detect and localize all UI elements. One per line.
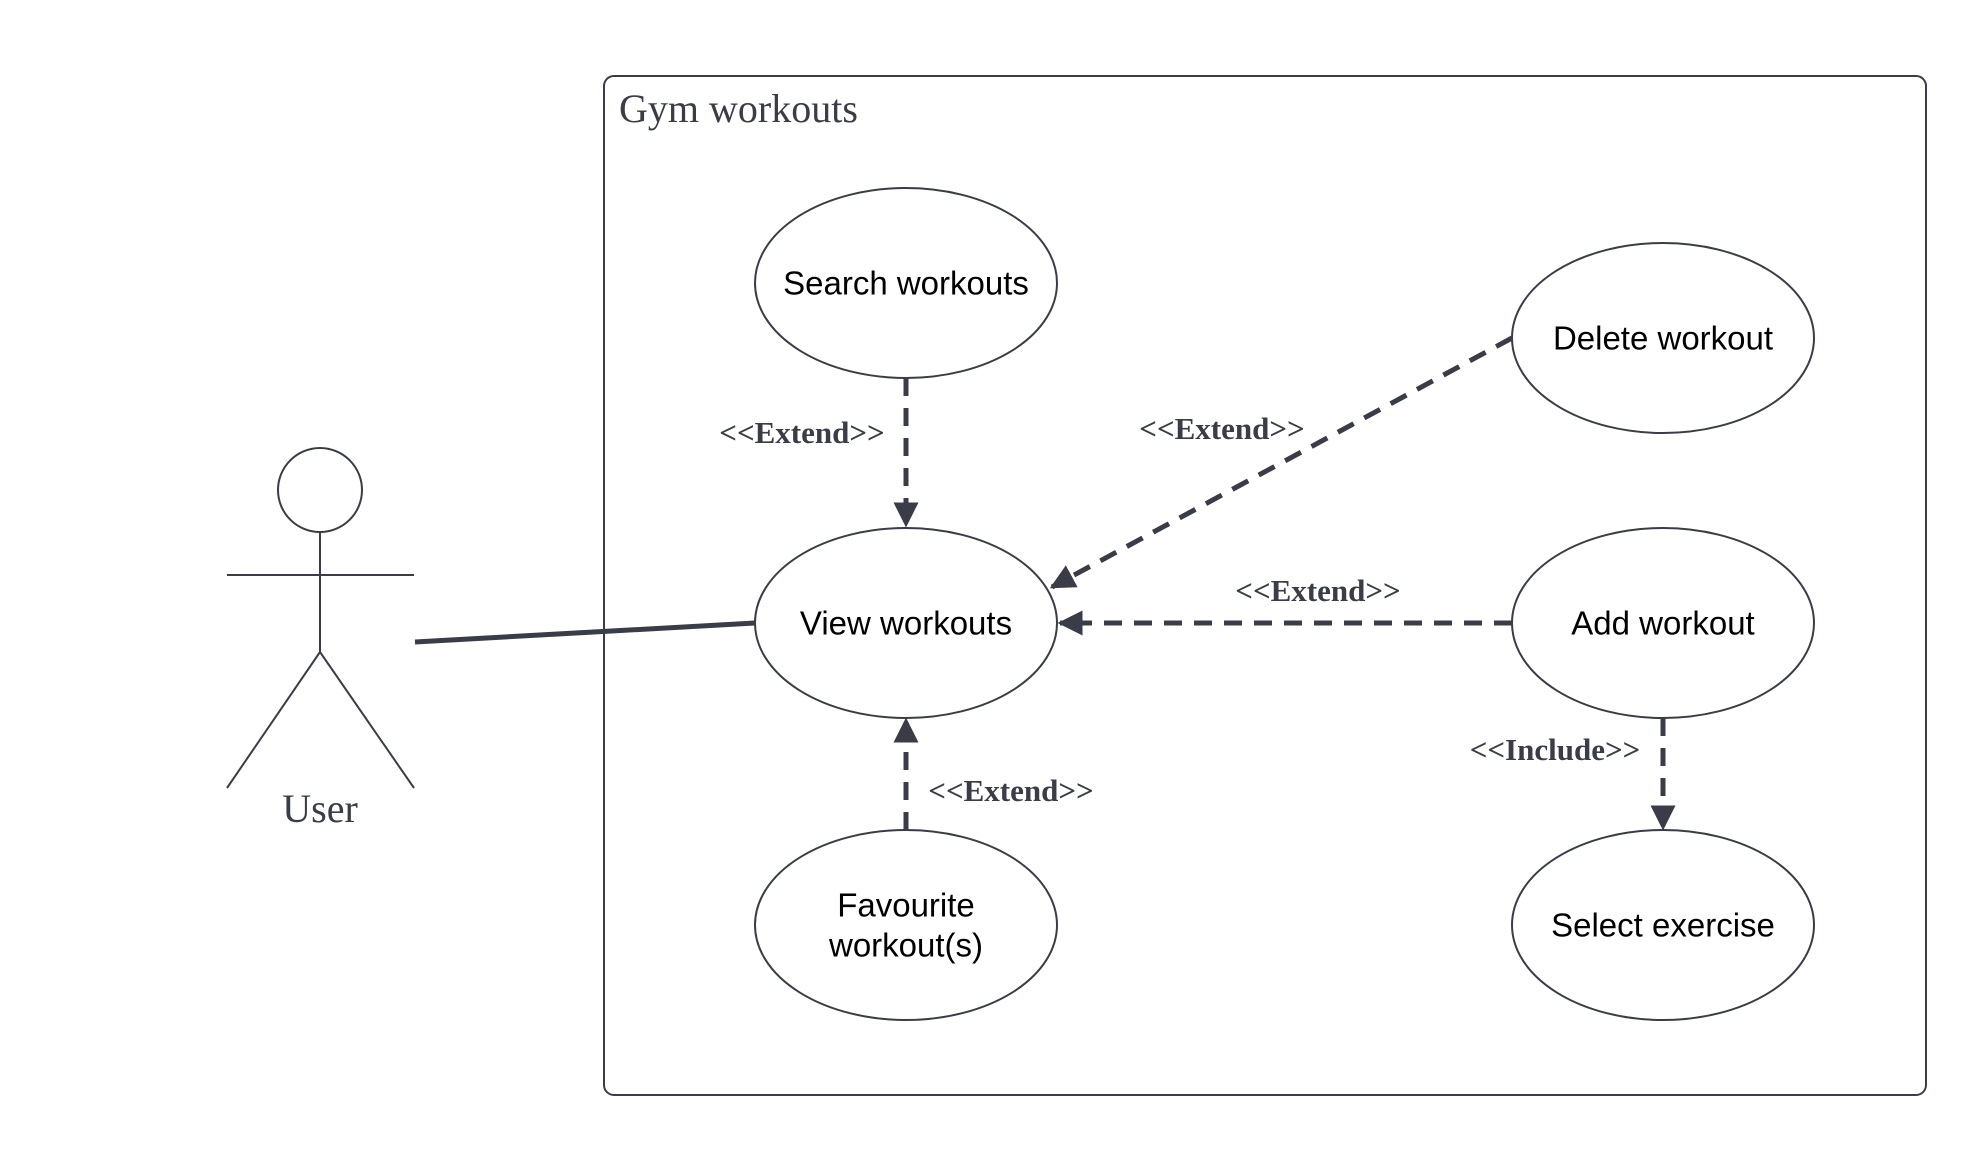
- use-case-label-line1: Favourite: [837, 887, 975, 924]
- system-title: Gym workouts: [619, 86, 858, 131]
- label-extend-delete: <<Extend>>: [1139, 411, 1304, 446]
- use-case-delete-workout: Delete workout: [1511, 242, 1815, 434]
- use-case-label: Search workouts: [783, 265, 1029, 302]
- association-user-view: [414, 620, 756, 645]
- extend-delete-to-view: [1049, 335, 1514, 590]
- label-extend-add: <<Extend>>: [1235, 573, 1400, 608]
- use-case-label: View workouts: [800, 605, 1012, 642]
- label-extend-favourite: <<Extend>>: [928, 773, 1093, 808]
- actor-user: User: [226, 447, 415, 831]
- use-case-select-exercise: Select exercise: [1511, 829, 1815, 1021]
- use-case-label: Select exercise: [1551, 907, 1775, 944]
- label-include-select: <<Include>>: [1470, 732, 1641, 767]
- actor-left-leg: [226, 651, 321, 789]
- actor-head: [277, 447, 363, 533]
- use-case-label-line2: workout(s): [828, 927, 983, 964]
- actor-right-leg: [319, 651, 415, 789]
- use-case-add-workout: Add workout: [1511, 527, 1815, 719]
- use-case-label: Add workout: [1571, 605, 1754, 642]
- label-extend-search: <<Extend>>: [719, 415, 884, 450]
- use-case-label: Delete workout: [1553, 320, 1773, 357]
- use-case-favourite-workouts: Favourite workout(s): [754, 829, 1058, 1021]
- actor-label: User: [282, 786, 358, 831]
- use-case-search-workouts: Search workouts: [754, 187, 1058, 379]
- use-case-view-workouts: View workouts: [754, 527, 1058, 719]
